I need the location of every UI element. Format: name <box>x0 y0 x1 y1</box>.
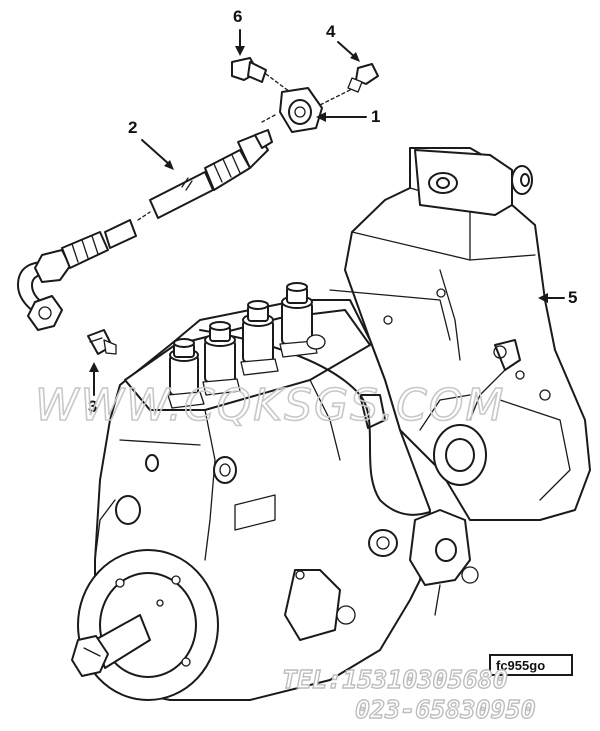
footer-tel: TEL:15310305680 <box>282 665 508 694</box>
arrow-head <box>235 46 245 56</box>
delivery-valve-holder <box>169 338 199 396</box>
fuel-line <box>17 129 273 331</box>
callout-6: 6 <box>233 7 242 26</box>
arrow-head <box>316 112 326 122</box>
drawing-code: fc955go <box>496 658 545 673</box>
arrow-head <box>350 52 360 62</box>
delivery-valve-holder <box>281 282 313 345</box>
delivery-valve-holder <box>204 321 236 383</box>
callout-3: 3 <box>88 397 97 416</box>
drawing-code-box: fc955go <box>489 654 573 676</box>
callout-4: 4 <box>326 22 336 41</box>
fitting-6 <box>231 57 291 93</box>
watermark: WWW.CQKSGS.COM <box>35 380 505 431</box>
arrow-head <box>164 160 174 170</box>
footer-phone: 023-65830950 <box>355 695 536 724</box>
fitting-4 <box>317 63 379 107</box>
fitting-3 <box>87 329 117 355</box>
callouts: 6 4 1 2 5 3 <box>88 7 577 416</box>
delivery-valve-holders <box>167 282 326 409</box>
callout-5: 5 <box>568 288 577 307</box>
callout-1: 1 <box>371 107 380 126</box>
delivery-valve-holder <box>242 300 274 363</box>
arrow-head <box>89 362 99 372</box>
arrow-head <box>538 293 548 303</box>
callout-2: 2 <box>128 118 137 137</box>
banjo-fitting <box>261 87 323 133</box>
